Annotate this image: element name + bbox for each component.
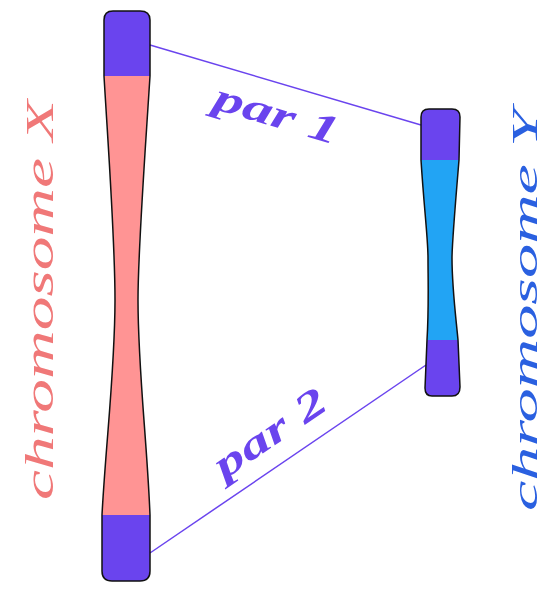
edge-label: par 2 (206, 380, 335, 485)
chromosome-label: chromosome X (20, 100, 60, 500)
edge-label: par 1 (210, 76, 344, 151)
par-connector (150, 365, 426, 553)
chromosome-x: chromosome X (100, 10, 152, 582)
chromosome-y: chromosome Y (415, 108, 462, 398)
chromosome-label: chromosome Y (507, 109, 543, 511)
chromosome-shape (100, 10, 152, 582)
chromosome-shape (415, 108, 462, 398)
